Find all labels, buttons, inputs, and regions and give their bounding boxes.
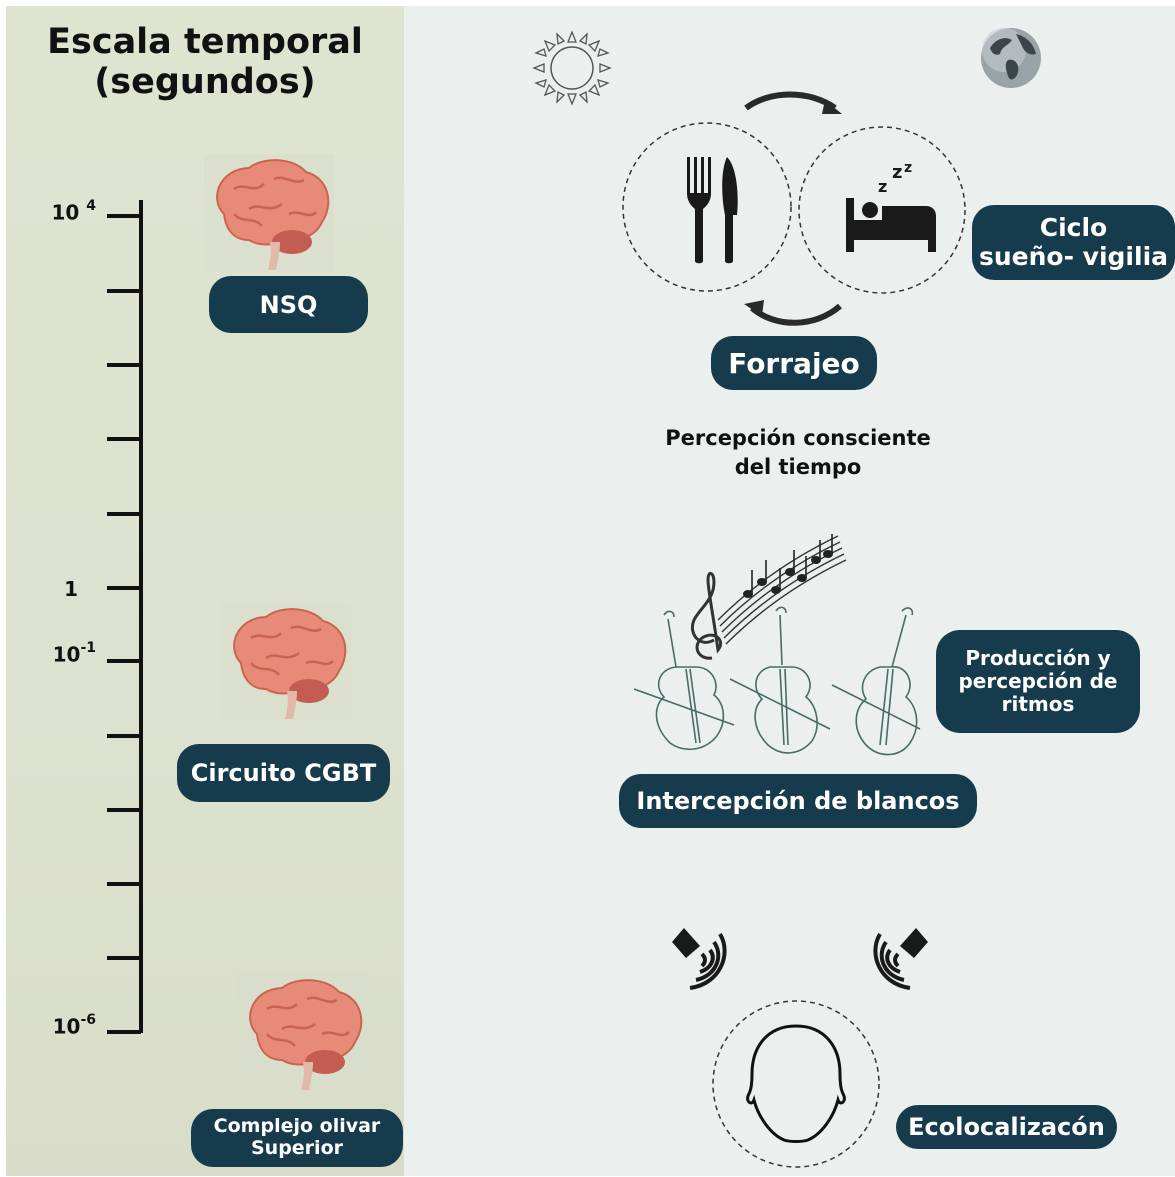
tick-label-1e4: 10 4: [6, 200, 96, 225]
nsq-label-text: NSQ: [260, 291, 318, 319]
violin-icon: [832, 608, 920, 755]
sleep-bed-icon: z z z: [840, 158, 942, 254]
sun-icon: [530, 28, 614, 108]
time-axis-line: [139, 200, 143, 1033]
brain-icon: [221, 603, 351, 721]
olivar-label: Complejo olivar Superior: [191, 1109, 403, 1167]
percepcion-consciente-label: Percepción consciente del tiempo: [628, 424, 968, 482]
axis-tick: [107, 512, 141, 516]
forrajeo-label-text: Forrajeo: [728, 347, 860, 380]
axis-tick: [107, 289, 141, 293]
ritmos-label-line2: percepción de: [958, 670, 1117, 693]
ciclo-label-line1: Ciclo: [1040, 214, 1107, 243]
violin-icon: [730, 607, 830, 753]
tick-label-base: 10: [53, 1015, 81, 1039]
ritmos-label: Producción y percepción de ritmos: [936, 630, 1140, 733]
violins-illustration: [630, 605, 930, 775]
brain-icon: [237, 974, 367, 1092]
cycle-arrow-icon: [752, 306, 840, 323]
ciclo-label-line2: sueño- vigilia: [979, 243, 1168, 272]
tick-label-exponent: 4: [86, 198, 96, 214]
axis-tick: [107, 808, 141, 812]
axis-tick: [107, 882, 141, 886]
axis-tick: [107, 214, 141, 218]
percepcion-line1: Percepción consciente: [628, 424, 968, 453]
echolocation-diagram: [710, 996, 884, 1174]
intercepcion-label-text: Intercepción de blancos: [636, 787, 959, 815]
speaker-icon: [866, 924, 930, 990]
axis-tick: [107, 956, 141, 960]
tick-label-exponent: -6: [80, 1012, 96, 1028]
intercepcion-label: Intercepción de blancos: [619, 774, 977, 828]
fork-knife-icon: [683, 155, 743, 265]
olivar-label-line2: Superior: [251, 1138, 343, 1160]
axis-tick: [107, 659, 141, 663]
olivar-label-line1: Complejo olivar: [214, 1116, 381, 1138]
time-scale-title: Escala temporal (segundos): [6, 22, 404, 102]
globe-icon: [978, 26, 1044, 90]
axis-tick: [107, 363, 141, 367]
tick-label-1e-1: 10-1: [6, 642, 96, 667]
time-scale-title-line2: (segundos): [6, 62, 404, 102]
tick-label-base: 10: [53, 643, 81, 667]
svg-text:z: z: [892, 162, 902, 183]
tick-label-1e-6: 10-6: [6, 1014, 96, 1039]
ritmos-label-line3: ritmos: [1002, 693, 1075, 716]
speaker-icon: [670, 924, 734, 990]
violin-icon: [634, 611, 734, 749]
tick-label-base: 10: [51, 201, 79, 225]
percepcion-line2: del tiempo: [628, 453, 968, 482]
axis-tick: [107, 734, 141, 738]
svg-text:z: z: [878, 177, 887, 196]
tick-label-exponent: -1: [80, 640, 96, 656]
ciclo-sueno-vigilia-label: Ciclo sueño- vigilia: [972, 205, 1175, 280]
svg-text:z: z: [904, 160, 912, 176]
time-scale-title-line1: Escala temporal: [6, 22, 404, 62]
head-icon: [748, 1026, 845, 1142]
tick-label-base: 1: [64, 577, 78, 601]
ritmos-label-line1: Producción y: [965, 647, 1110, 670]
forrajeo-label: Forrajeo: [711, 336, 877, 390]
cycle-arrow-icon: [746, 95, 835, 109]
axis-tick: [107, 437, 141, 441]
nsq-label: NSQ: [209, 276, 368, 333]
brain-icon: [204, 154, 334, 272]
ecolocalizacion-label: Ecolocalizacón: [896, 1105, 1117, 1149]
axis-tick: [107, 586, 141, 590]
cgbt-label: Circuito CGBT: [177, 744, 390, 802]
ecolocalizacion-label-text: Ecolocalizacón: [908, 1113, 1105, 1141]
cgbt-label-text: Circuito CGBT: [191, 759, 377, 787]
axis-tick: [107, 1030, 141, 1034]
tick-label-1: 1: [0, 577, 78, 601]
